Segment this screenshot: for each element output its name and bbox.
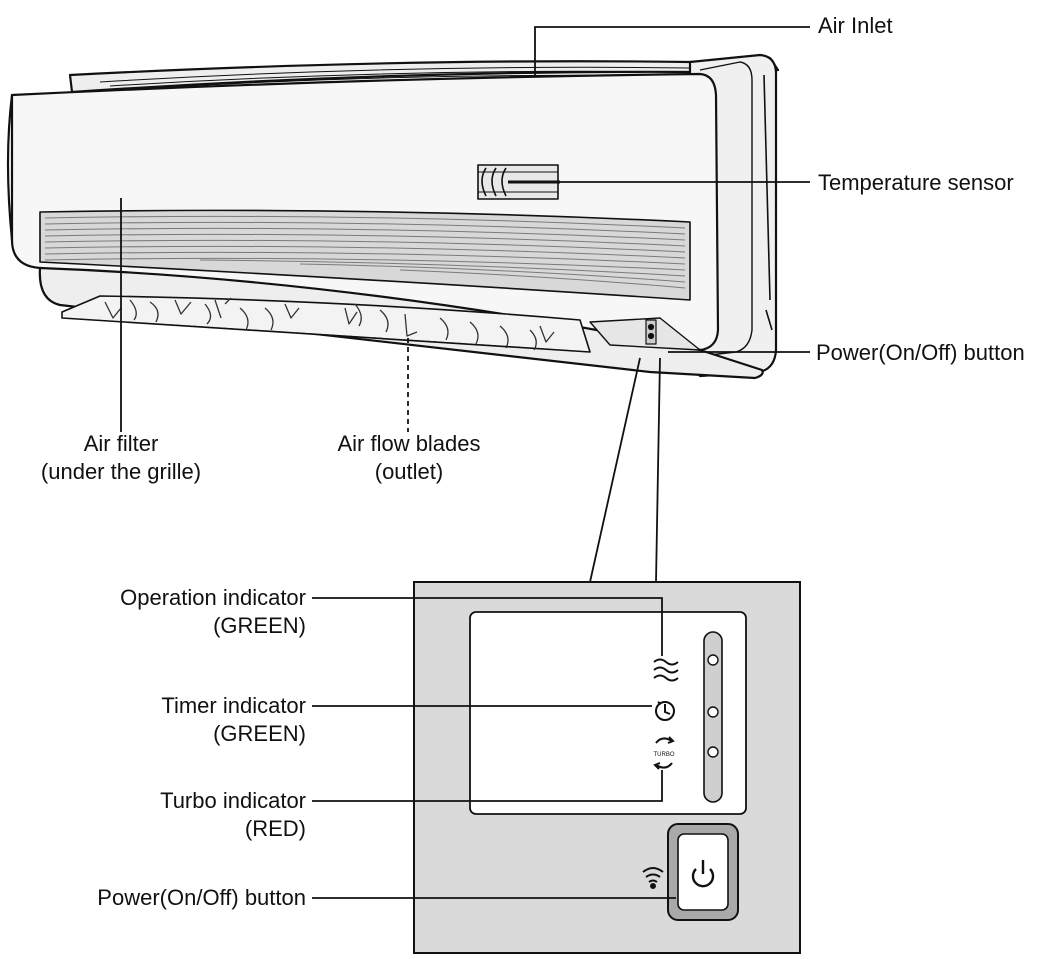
label-power-button-top: Power(On/Off) button <box>816 340 1025 365</box>
temperature-sensor <box>477 164 560 200</box>
turbo-arrows-icon <box>653 736 675 770</box>
label-temperature-sensor: Temperature sensor <box>818 170 1014 195</box>
zoom-line-left <box>589 357 641 583</box>
turbo-led <box>707 746 719 758</box>
wifi-icon <box>642 867 664 889</box>
air-grille <box>39 209 691 301</box>
label-air-inlet: Air Inlet <box>818 13 893 38</box>
indoor-unit <box>6 53 780 380</box>
turbo-icon-text: TURBO <box>654 752 675 758</box>
label-operation-indicator: Operation indicator (GREEN) <box>120 585 306 638</box>
power-icon <box>691 860 715 888</box>
leader-operation-indicator <box>312 597 663 656</box>
operation-led <box>707 654 719 666</box>
callout-lines <box>120 26 810 583</box>
timer-led <box>707 706 719 718</box>
panel-callout-lines <box>312 597 676 899</box>
label-turbo-indicator: Turbo indicator (RED) <box>160 788 306 841</box>
leader-turbo-indicator <box>312 770 663 802</box>
display-panel-enlargement: TURBO <box>413 581 801 954</box>
label-timer-indicator: Timer indicator (GREEN) <box>161 693 306 746</box>
label-power-button-bottom: Power(On/Off) button <box>97 885 306 910</box>
label-air-filter: Air filter (under the grille) <box>40 431 202 484</box>
power-button <box>667 823 739 921</box>
operation-waves-icon <box>653 658 679 682</box>
zoom-line-right <box>655 357 661 583</box>
leader-air-inlet <box>534 26 810 75</box>
label-air-flow-blades: Air flow blades (outlet) <box>337 431 481 484</box>
unit-power-button <box>645 319 657 345</box>
timer-clock-icon <box>655 701 675 721</box>
